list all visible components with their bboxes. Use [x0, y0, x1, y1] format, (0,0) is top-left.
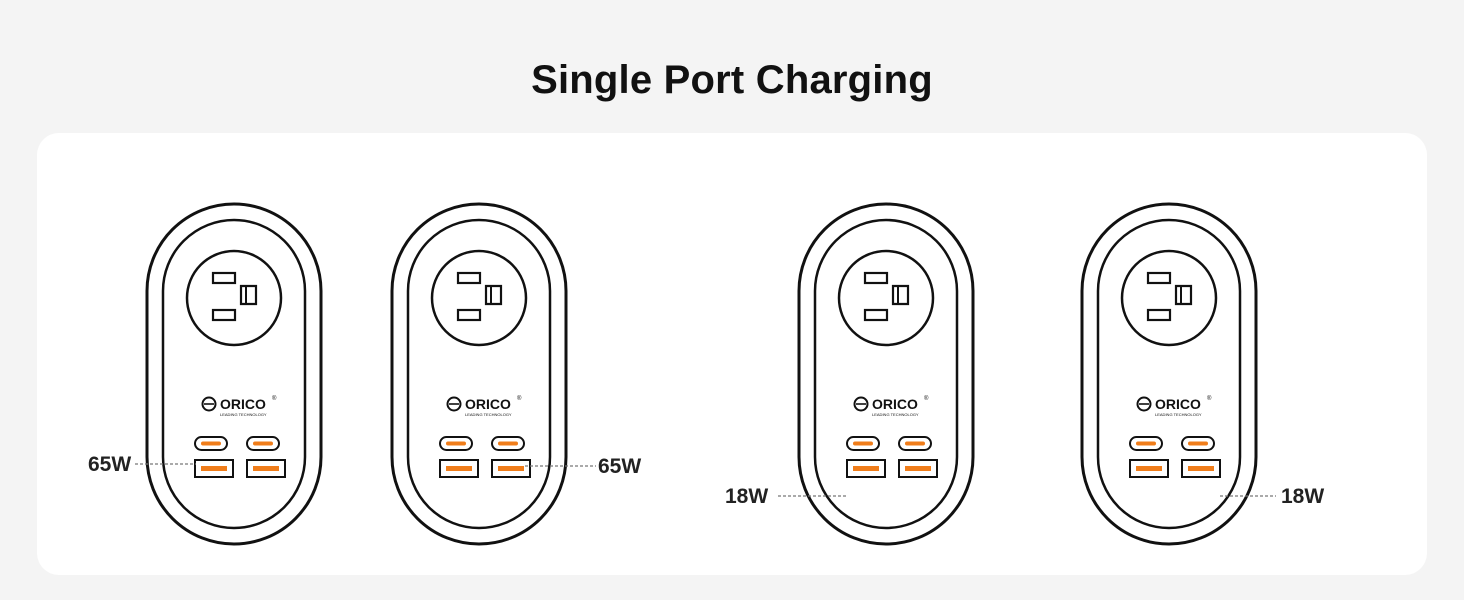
wattage-label-2: 65W	[598, 455, 642, 478]
brand-logo-text: ORICO	[220, 396, 266, 412]
wattage-label-4: 18W	[1281, 485, 1325, 508]
charger-device-1: ORICO ® LEADING TECHNOLOGY	[145, 202, 323, 546]
brand-logo-text: ORICO	[872, 396, 918, 412]
page-title: Single Port Charging	[531, 58, 933, 102]
wattage-label-3: 18W	[725, 485, 769, 508]
brand-tagline: LEADING TECHNOLOGY	[872, 412, 919, 417]
charger-device-4: ORICO ® LEADING TECHNOLOGY	[1080, 202, 1258, 546]
brand-registered-mark: ®	[272, 395, 277, 402]
brand-tagline: LEADING TECHNOLOGY	[465, 412, 512, 417]
brand-registered-mark: ®	[1207, 395, 1212, 402]
brand-registered-mark: ®	[924, 395, 929, 402]
wattage-label-1: 65W	[88, 453, 132, 476]
brand-logo-text: ORICO	[465, 396, 511, 412]
brand-registered-mark: ®	[517, 395, 522, 402]
brand-logo-text: ORICO	[1155, 396, 1201, 412]
charger-device-2: ORICO ® LEADING TECHNOLOGY	[390, 202, 568, 546]
charger-device-3: ORICO ® LEADING TECHNOLOGY	[797, 202, 975, 546]
brand-tagline: LEADING TECHNOLOGY	[1155, 412, 1202, 417]
brand-tagline: LEADING TECHNOLOGY	[220, 412, 267, 417]
